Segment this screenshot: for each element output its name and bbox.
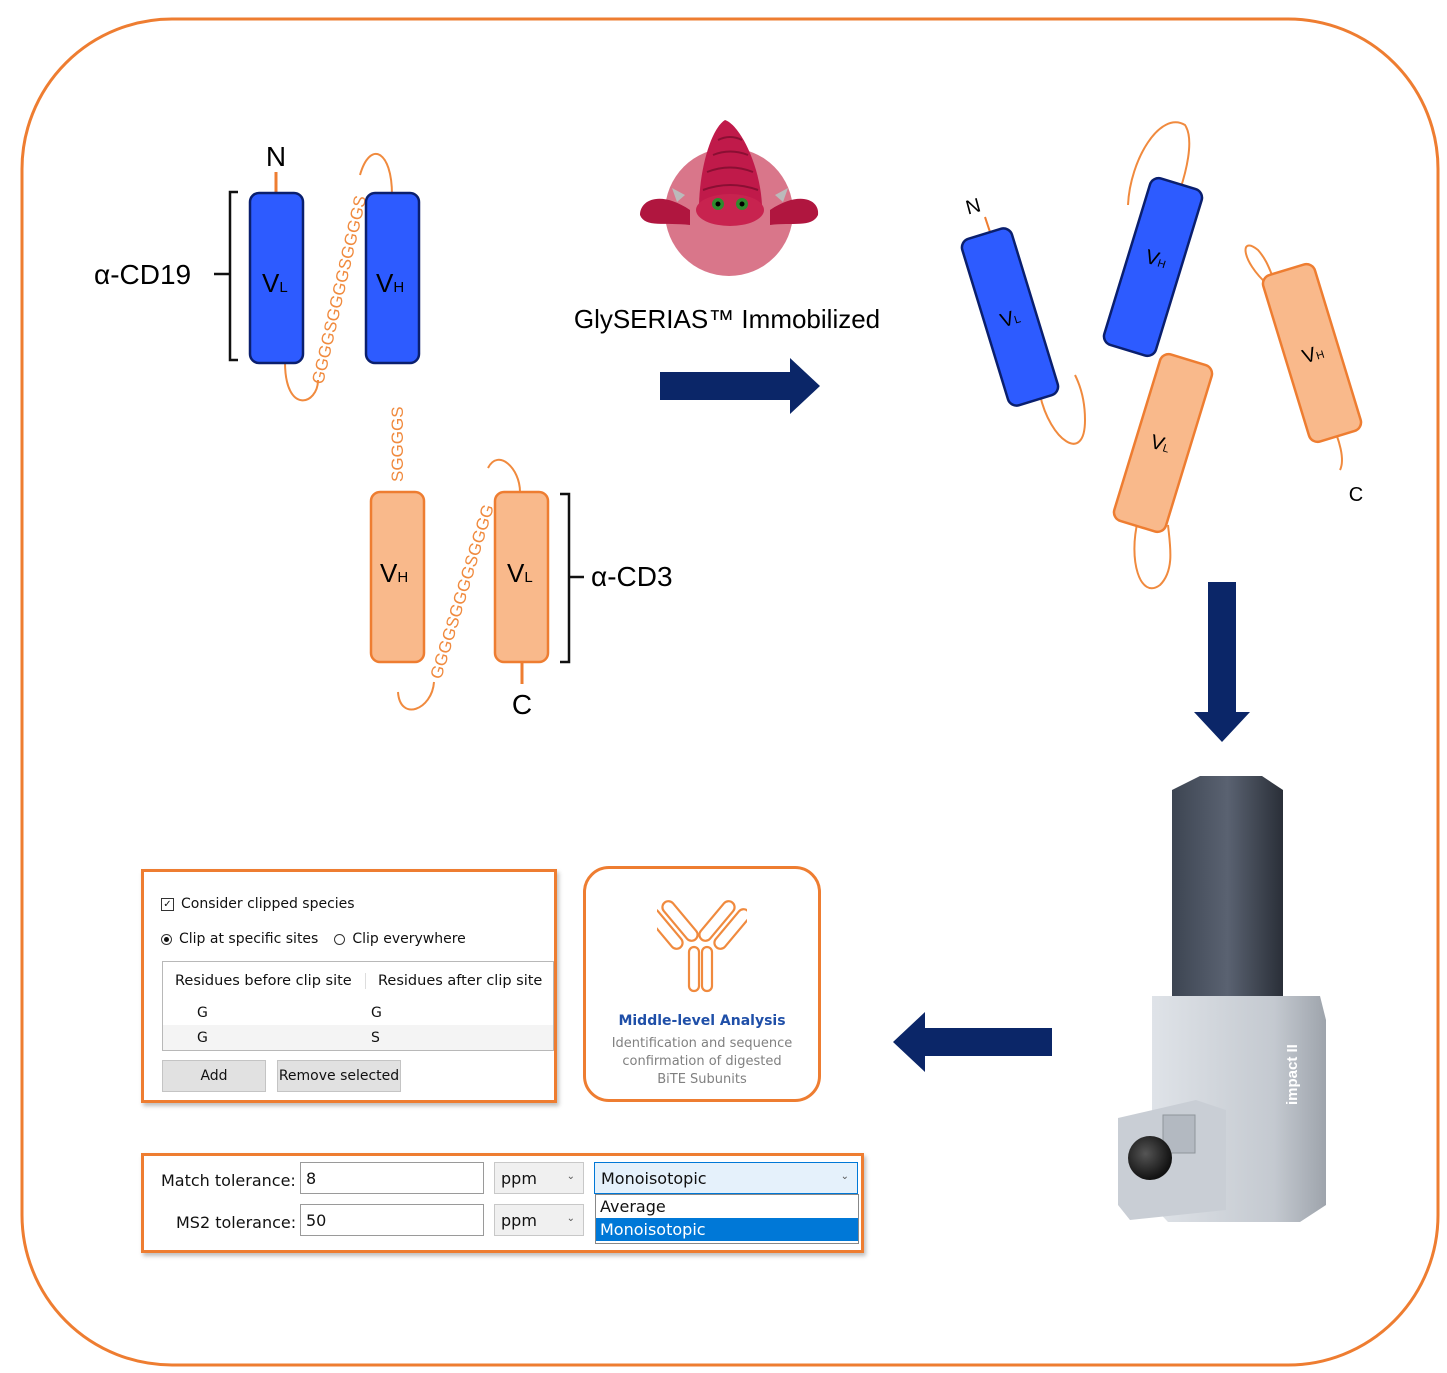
middle-level-card[interactable]: Middle-level Analysis Identification and… — [583, 866, 821, 1102]
option-monoisotopic[interactable]: Monoisotopic — [596, 1218, 858, 1241]
svg-text:VH: VH — [376, 268, 404, 298]
linker-top: GGGGSGGGGSGGGGS — [308, 194, 370, 386]
consider-clipped-row[interactable]: ✓ Consider clipped species — [161, 896, 355, 912]
chevron-down-icon: ⌄ — [566, 1171, 575, 1182]
domain-vl-cd19 — [248, 191, 305, 365]
match-tolerance-input[interactable]: 8 — [300, 1162, 484, 1194]
clip-everywhere-label: Clip everywhere — [352, 931, 466, 947]
svg-text:VL: VL — [262, 268, 288, 298]
cd19-label: α-CD19 — [94, 259, 191, 290]
bite-construct: N α-CD19 GGGGSGGGGSGGGGS SGGGGS GGGGSGGG… — [94, 141, 673, 720]
column-header-before[interactable]: Residues before clip site — [163, 973, 366, 989]
clip-specific-label: Clip at specific sites — [179, 931, 319, 947]
match-tolerance-label: Match tolerance: — [161, 1171, 296, 1190]
cd3-bracket — [560, 492, 571, 664]
mass-type-dropdown[interactable]: Average Monoisotopic — [595, 1194, 859, 1244]
arrow-down — [1194, 582, 1250, 742]
linker-bottom: GGGGSGGGGSGGGG — [427, 502, 498, 681]
arrow-left — [893, 1012, 1052, 1072]
svg-text:VH: VH — [380, 558, 408, 588]
domain-vh-cd19 — [364, 191, 421, 365]
cd19-bracket — [228, 190, 238, 362]
domain-vh-cd3 — [369, 490, 426, 664]
middle-card-title: Middle-level Analysis — [618, 1013, 786, 1029]
tolerance-panel: Match tolerance: 8 ppm ⌄ MS2 tolerance: … — [141, 1153, 864, 1253]
fragment-vl-orange — [1112, 352, 1214, 534]
ms2-unit-select[interactable]: ppm ⌄ — [494, 1204, 584, 1236]
svg-text:VH: VH — [1143, 246, 1170, 273]
c-terminus-label: C — [512, 689, 532, 720]
column-header-after[interactable]: Residues after clip site — [378, 973, 543, 989]
outer-frame — [20, 17, 1440, 1367]
table-row[interactable]: G G — [197, 1004, 382, 1021]
ms2-tolerance-label: MS2 tolerance: — [176, 1213, 297, 1232]
n-terminus-label: N — [266, 141, 286, 172]
add-button[interactable]: Add — [162, 1060, 266, 1092]
digest-c-label: C — [1349, 484, 1363, 506]
match-unit-select[interactable]: ppm ⌄ — [494, 1162, 584, 1194]
chevron-down-icon: ⌄ — [840, 1171, 849, 1182]
consider-clipped-label: Consider clipped species — [181, 896, 355, 912]
instrument-brand: impact II — [1284, 1044, 1301, 1105]
fragment-vh-orange — [1261, 262, 1363, 444]
chevron-down-icon: ⌄ — [566, 1213, 575, 1224]
arrow-right — [660, 358, 820, 414]
mass-type-select[interactable]: Monoisotopic ⌄ — [594, 1162, 858, 1194]
enzyme-mascot — [640, 120, 819, 276]
svg-text:VL: VL — [507, 558, 533, 588]
clip-species-panel: ✓ Consider clipped species Clip at speci… — [141, 869, 557, 1103]
clip-specific-radio[interactable] — [161, 933, 172, 945]
mass-spectrometer: impact II — [1118, 776, 1326, 1222]
enzyme-label: GlySERIAS™ Immobilized — [574, 304, 880, 334]
antibody-icon — [646, 900, 751, 993]
ms2-tolerance-input[interactable]: 50 — [300, 1204, 484, 1236]
linker-middle: SGGGGS — [388, 406, 407, 482]
middle-card-description: Identification and sequence confirmation… — [611, 1036, 793, 1087]
digest-n-label: N — [963, 194, 983, 219]
clip-site-table[interactable]: Residues before clip site Residues after… — [162, 961, 554, 1051]
fragment-vl-blue — [960, 227, 1060, 407]
table-row[interactable]: G S — [163, 1025, 553, 1050]
digested-fragments: N VL VH VL VH C — [960, 121, 1363, 590]
clip-everywhere-radio[interactable] — [334, 933, 346, 945]
option-average[interactable]: Average — [600, 1197, 666, 1216]
cd3-label: α-CD3 — [591, 561, 673, 592]
fragment-vh-blue — [1102, 176, 1204, 358]
svg-text:VL: VL — [1148, 431, 1173, 458]
remove-selected-button[interactable]: Remove selected — [277, 1060, 401, 1092]
consider-clipped-checkbox[interactable]: ✓ — [161, 897, 174, 911]
